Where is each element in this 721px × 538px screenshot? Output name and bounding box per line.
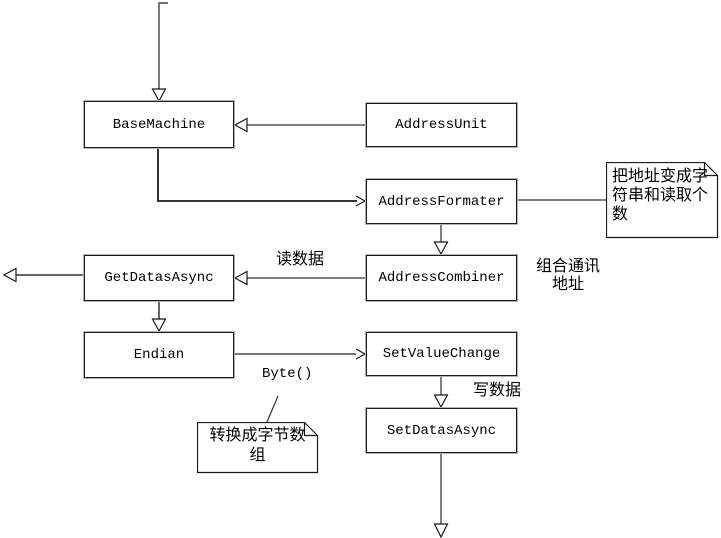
note-address-string: 把地址变成字符串和读取个数 (606, 162, 719, 239)
hollow-triangle-arrow-icon (433, 523, 449, 538)
connector-addressunit-to-basemachine (233, 117, 366, 133)
connector-setdatasasync-to-bottom (433, 453, 449, 538)
open-chevron-arrow-icon (355, 195, 367, 207)
connector-setvaluechange-to-setdatasasync (433, 376, 449, 409)
node-setvaluechange: SetValueChange (365, 331, 518, 377)
hollow-triangle-arrow-icon (151, 318, 167, 333)
node-getdatasasync: GetDatasAsync (83, 254, 235, 302)
edge-label-write-data: 写数据 (473, 380, 522, 399)
connector-getdatasasync-to-left-edge (2, 267, 84, 283)
hollow-triangle-arrow-icon (233, 270, 248, 286)
node-basemachine: BaseMachine (83, 100, 235, 149)
connector-basemachine-to-addressformater (157, 148, 367, 207)
node-addresscombiner-label: AddressCombiner (378, 270, 505, 286)
note-shape-icon (606, 162, 719, 239)
open-chevron-arrow-icon (355, 348, 367, 360)
hollow-triangle-arrow-icon (151, 88, 167, 103)
note-byte-array: 转换成字节数组 (197, 422, 319, 474)
edge-label-byte-call: Byte() (262, 366, 313, 382)
node-setdatasasync: SetDatasAsync (365, 407, 518, 454)
node-addresscombiner: AddressCombiner (365, 254, 518, 302)
connector-addressformater-to-addresscombiner (433, 224, 449, 256)
node-addressunit: AddressUnit (365, 102, 518, 148)
connector-getdatasasync-to-endian (151, 301, 167, 333)
node-setvaluechange-label: SetValueChange (382, 346, 501, 362)
hollow-triangle-arrow-icon (233, 117, 248, 133)
node-getdatasasync-label: GetDatasAsync (104, 270, 214, 286)
note-address-string-text: 把地址变成字符串和读取个数 (612, 166, 709, 223)
node-addressunit-label: AddressUnit (395, 117, 488, 133)
node-endian-label: Endian (133, 347, 185, 363)
node-basemachine-label: BaseMachine (112, 116, 206, 133)
node-addressformater: AddressFormater (365, 178, 518, 225)
connector-bytenote-link (266, 395, 279, 423)
node-endian: Endian (83, 331, 235, 379)
node-setdatasasync-label: SetDatasAsync (386, 422, 497, 439)
connector-start-to-basemachine (151, 2, 168, 103)
edge-label-read-data: 读数据 (276, 249, 325, 268)
node-addressformater-label: AddressFormater (378, 193, 505, 210)
note-shape-icon (197, 422, 319, 474)
hollow-triangle-arrow-icon (433, 241, 449, 256)
connector-endian-to-setvaluechange (234, 348, 367, 360)
hollow-triangle-arrow-icon (2, 267, 17, 283)
hollow-triangle-arrow-icon (433, 394, 449, 409)
note-byte-array-text: 转换成字节数组 (209, 425, 306, 464)
edge-label-combine-address: 组合通讯 地址 (535, 256, 600, 293)
connector-addresscombiner-to-getdatasasync (233, 270, 366, 286)
